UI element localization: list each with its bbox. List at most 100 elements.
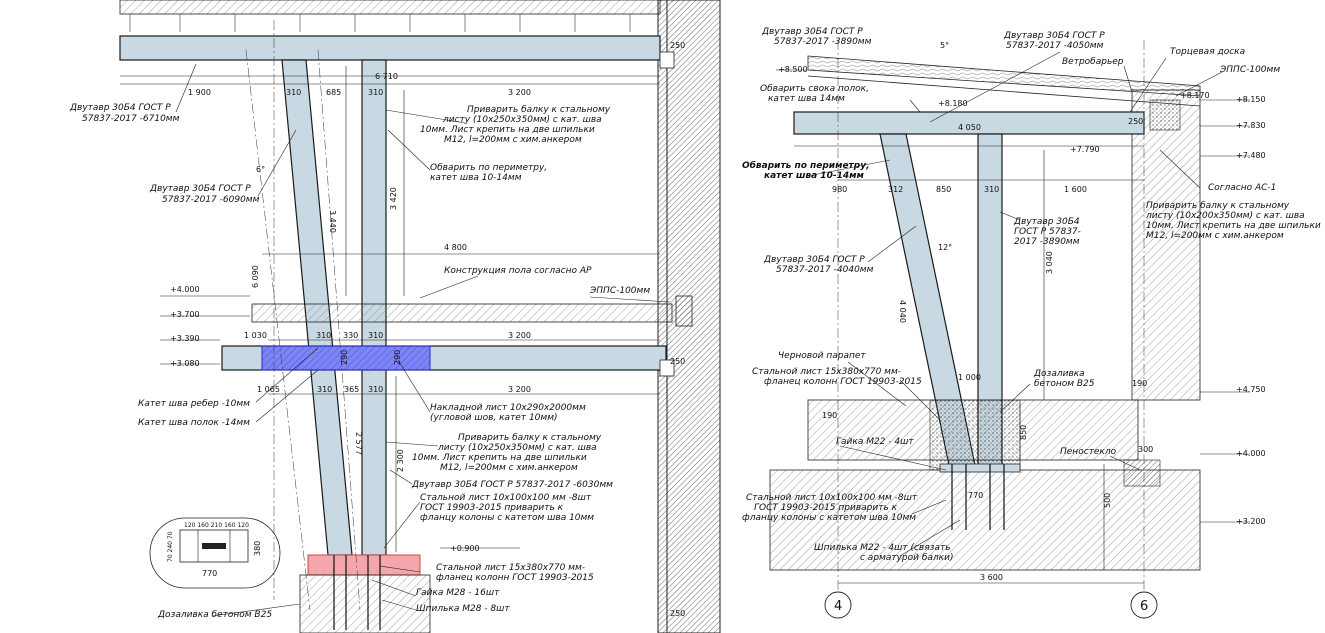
right-steel-1: Стальной лист 10х100х100 мм -8шт <box>746 493 918 503</box>
left-dim-side: 70 240 70 <box>167 531 174 562</box>
axis-label-6: 6 <box>1140 599 1148 614</box>
right-dim-310: 310 <box>984 185 999 194</box>
right-beam-a-label: Двутавр 30Б4 ГОСТ Р <box>761 27 863 37</box>
right-parapet: Черновой парапет <box>778 351 866 361</box>
right-elev-4000: +4.000 <box>1236 449 1266 458</box>
right-weld-plate-3: 10мм. Лист крепить на две шпильки <box>1146 221 1321 231</box>
right-nut: Гайка М22 - 4шт <box>836 437 914 447</box>
left-column-incl-label: Двутавр 30Б4 ГОСТ Р <box>149 184 251 194</box>
left-dim-310a: 310 <box>286 88 301 97</box>
left-dim-685: 685 <box>326 88 341 97</box>
right-dim-5deg: 5° <box>940 41 949 50</box>
right-foam-glass: Пеностекло <box>1060 447 1117 457</box>
left-dim-small-row: 120 160 210 160 120 <box>184 522 249 529</box>
right-weld-sides-2: катет шва 14мм <box>768 94 845 104</box>
right-dim-3600: 3 600 <box>980 573 1003 582</box>
left-dim-6710: 6 710 <box>375 72 398 81</box>
right-dim-4040: 4 040 <box>898 300 907 323</box>
left-perimeter-2: катет шва 10-14мм <box>430 173 522 183</box>
left-steel-sheet-2: ГОСТ 19903-2015 приварить к <box>420 503 564 513</box>
right-beam-a-label-2: 57837-2017 -3890мм <box>774 37 872 47</box>
left-dim-6deg: 6° <box>256 165 265 174</box>
right-dim-3040: 3 040 <box>1045 251 1054 274</box>
left-dim-290b: 290 <box>393 350 402 365</box>
left-dim-250b: 250 <box>670 357 685 366</box>
left-weld-plate-b3: 10мм. Лист крепить на две шпильки <box>412 453 587 463</box>
left-perimeter-1: Обварить по периметру, <box>430 163 547 173</box>
left-dim-3420: 3 420 <box>389 187 398 210</box>
right-dim-300: 300 <box>1138 445 1153 454</box>
right-dim-1600: 1 600 <box>1064 185 1087 194</box>
left-elev-3700: +3.700 <box>170 310 200 319</box>
left-dim-3200b: 3 200 <box>508 331 531 340</box>
right-perimeter-2: катет шва 10-14мм <box>764 171 864 181</box>
left-top-slab <box>119 0 661 15</box>
right-grout-2: бетоном В25 <box>1034 379 1095 389</box>
left-dim-310c: 310 <box>316 331 331 340</box>
left-foundation <box>299 574 431 633</box>
right-col-vert-1: Двутавр 30Б4 <box>1013 217 1080 227</box>
left-dim-1065: 1 065 <box>257 385 280 394</box>
right-elev-7830: +7.830 <box>1236 121 1266 130</box>
left-dim-3200c: 3 200 <box>508 385 531 394</box>
right-flange-1: Стальной лист 15х380х770 мм- <box>752 367 901 377</box>
right-foundation <box>769 469 1201 571</box>
left-grout-label: Дозаливка бетоном В25 <box>157 610 272 620</box>
left-weld-plate-b4: М12, l=200мм с хим.анкером <box>440 463 578 473</box>
right-weld-plate-1: Приварить балку к стальному <box>1146 201 1290 211</box>
right-dim-980: 980 <box>832 185 847 194</box>
left-section <box>119 0 721 633</box>
left-elev-0900: +0.900 <box>450 544 480 553</box>
left-dim-330: 330 <box>343 331 358 340</box>
left-elev-4000: +4.000 <box>170 285 200 294</box>
right-weld-sides-1: Обварить свока полок, <box>760 84 869 94</box>
left-base-plate <box>307 554 421 576</box>
left-beam-top-label: Двутавр 30Б4 ГОСТ Р <box>69 103 171 113</box>
left-flange-sheet-1: Стальной лист 15х380х770 мм- <box>436 563 585 573</box>
right-as1: Согласно АС-1 <box>1208 183 1276 193</box>
right-wall <box>1131 89 1201 401</box>
right-dim-190b: 190 <box>1132 379 1147 388</box>
left-column-incl-label-2: 57837-2017 -6090мм <box>162 195 260 205</box>
right-elev-7480: +7.480 <box>1236 151 1266 160</box>
left-flange-weld: Катет шва полок -14мм <box>138 418 250 428</box>
left-weld-plate-1: Приварить балку к стальному <box>467 105 611 115</box>
left-steel-sheet-3: фланцу колоны с катетом шва 10мм <box>420 513 594 523</box>
left-dim-4800: 4 800 <box>444 243 467 252</box>
left-dim-310f: 310 <box>368 385 383 394</box>
left-dim-380: 380 <box>253 541 262 556</box>
right-elev-8180: +8.180 <box>938 99 968 108</box>
right-weld-plate-4: М12, l=200мм с хим.анкером <box>1146 231 1284 241</box>
left-weld-plate-2: листу (10х250х350мм) с кат. шва <box>442 115 602 125</box>
left-dim-3200a: 3 200 <box>508 88 531 97</box>
left-epps-label: ЭППС-100мм <box>589 286 650 296</box>
right-flange-2: фланец колонн ГОСТ 19903-2015 <box>764 377 922 387</box>
right-grout-1: Дозаливка <box>1033 369 1085 379</box>
right-dim-500: 500 <box>1103 493 1112 508</box>
left-weld-plate-3: 10мм. Лист крепить на две шпильки <box>420 125 595 135</box>
right-elev-8150: +8.150 <box>1236 95 1266 104</box>
right-dim-312: 312 <box>888 185 903 194</box>
right-elev-4750: +4.750 <box>1236 385 1266 394</box>
right-beam-b-label-2: 57837-2017 -4050мм <box>1006 41 1104 51</box>
left-dim-3440: 3 440 <box>328 210 337 233</box>
left-flange-sheet-2: фланец колонн ГОСТ 19903-2015 <box>436 573 594 583</box>
left-dim-250a: 250 <box>670 41 685 50</box>
right-epps: ЭППС-100мм <box>1219 65 1280 75</box>
axis-bubble-6 <box>1130 591 1158 619</box>
left-plan-circle-detail <box>149 517 281 589</box>
left-dim-6090: 6 090 <box>251 265 260 288</box>
left-dim-310d: 310 <box>368 331 383 340</box>
right-stud-2: с арматурой балки) <box>860 553 953 563</box>
right-dim-250: 250 <box>1128 117 1143 126</box>
left-dim-290a: 290 <box>340 350 349 365</box>
left-top-beam <box>119 35 661 61</box>
right-steel-3: фланцу колоны с катетом шва 10мм <box>742 513 916 523</box>
left-stud-label: Шпилька М28 - 8шт <box>416 604 510 614</box>
left-column-vert-label: Двутавр 30Б4 ГОСТ Р 57837-2017 -6030мм <box>411 480 613 490</box>
right-wind-barrier: Ветробарьер <box>1062 57 1124 67</box>
right-top-beam <box>793 111 1145 135</box>
right-dim-12deg: 12° <box>938 243 952 252</box>
right-elev-3200: +3.200 <box>1236 517 1266 526</box>
